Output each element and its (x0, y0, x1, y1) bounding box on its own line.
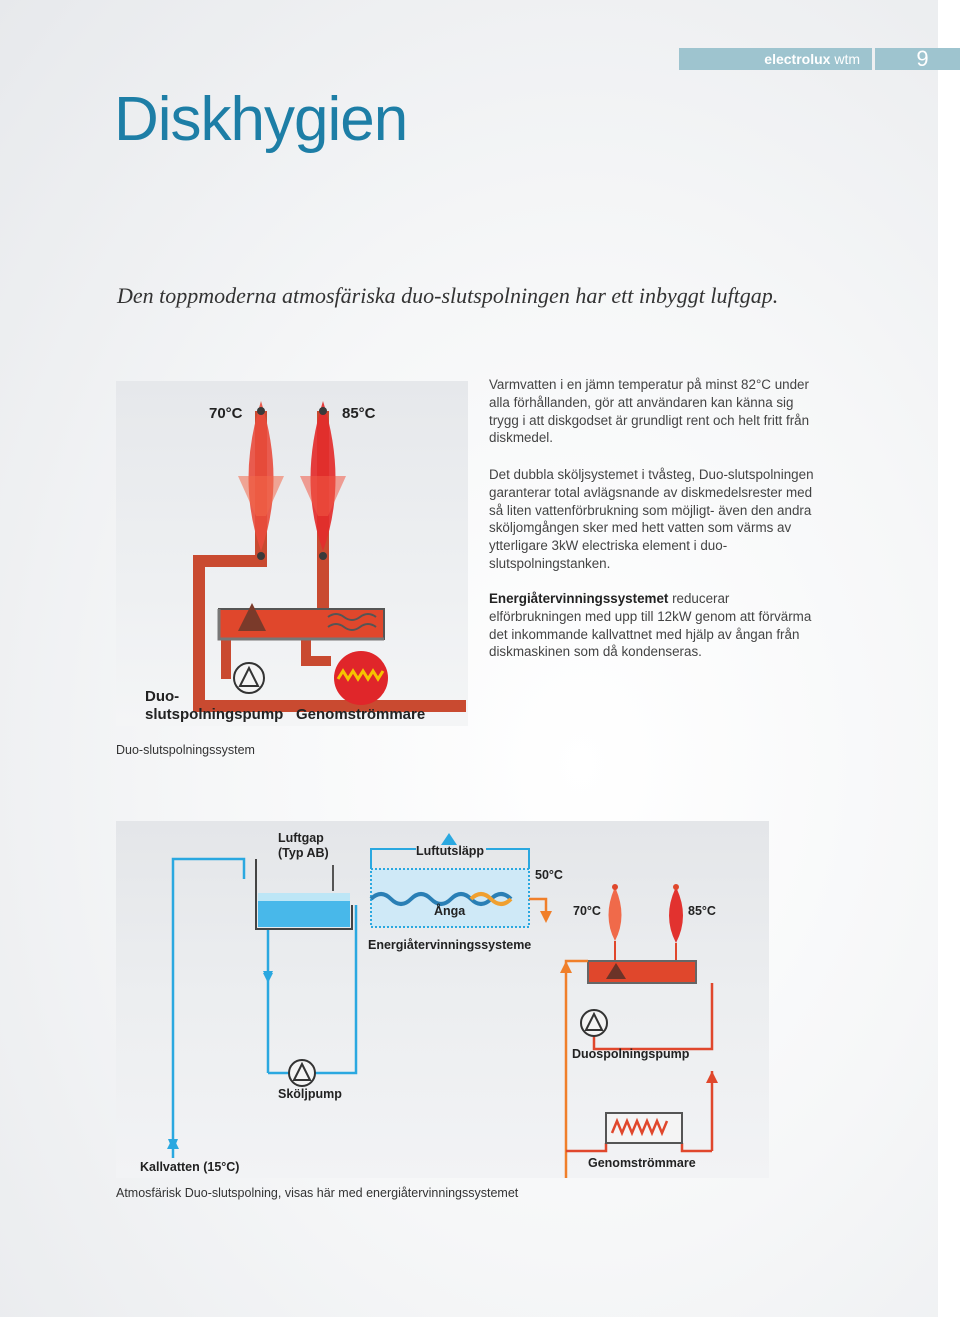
duo-pump-label-2: Duospolningspump (572, 1047, 690, 1061)
pump-icon (233, 662, 265, 694)
temp-70-label: 70°C (209, 405, 243, 422)
airgap-label: Luftgap (Typ AB) (278, 831, 329, 860)
heater-icon (334, 651, 388, 705)
body-paragraph-2: Det dubbla sköljsystemet i tvåsteg, Duo-… (489, 467, 814, 571)
energy-system-label: Energiåtervinningssysteme (368, 938, 532, 952)
temp-70-label-2: 70°C (573, 904, 601, 918)
page-title: Diskhygien (114, 85, 408, 154)
tank-cone-icon (238, 603, 266, 631)
flame-85-icon (669, 884, 683, 943)
rinse-pump-label: Sköljpump (278, 1087, 342, 1101)
heater-label-2: Genomströmmare (588, 1156, 696, 1170)
steam-label: Ånga (434, 904, 466, 918)
duo-rinse-diagram: 70°C 85°C (116, 381, 468, 726)
page-subtitle: Den toppmoderna atmosfäriska duo-slutspo… (117, 283, 779, 308)
rinse-pump-icon (288, 1059, 316, 1087)
page-number: 9 (875, 48, 960, 70)
brand-suffix: wtm (834, 51, 860, 67)
diagram1-caption: Duo-slutspolningssystem (116, 743, 255, 757)
flame-70-icon (608, 884, 622, 941)
body-paragraph-3-rest: reducerar elförbrukningen med upp till 1… (489, 591, 812, 660)
temp-85-label-2: 85°C (688, 904, 716, 918)
brand-name: electrolux (764, 51, 831, 67)
air-outlet-arrow-icon (441, 833, 457, 845)
cold-water-label: Kallvatten (15°C) (140, 1160, 240, 1174)
diagram2-caption: Atmosfärisk Duo-slutspolning, visas här … (116, 1186, 519, 1200)
energy-system-term: Energiåtervinningssystemet (489, 591, 669, 606)
body-paragraph-1: Varmvatten i en jämn temperatur på minst… (489, 377, 810, 446)
flame-left-icon (238, 401, 284, 551)
duo-rinse-diagram-graphic (193, 401, 466, 712)
heater-label: Genomströmmare (296, 706, 426, 723)
header-brand-bar: electrolux wtm (679, 48, 872, 70)
body-paragraph-3: Energiåtervinningssystemet reducerar elf… (489, 590, 819, 661)
flame-right-icon (300, 401, 346, 551)
duo-pump-icon (580, 1009, 608, 1037)
energy-recovery-diagram: Luftgap (Typ AB) Luftutsläpp 50°C Ånga 7… (116, 821, 769, 1178)
temp-85-label: 85°C (342, 405, 376, 422)
cold-water-inlet-icon (167, 1137, 179, 1149)
heater-element-icon (605, 1112, 683, 1144)
energy-recovery-diagram-graphic (167, 833, 718, 1178)
duo-pump-label: Duo- slutspolningspump (145, 688, 284, 723)
air-outlet-label: Luftutsläpp (416, 844, 485, 858)
temp-50-label: 50°C (535, 868, 563, 882)
